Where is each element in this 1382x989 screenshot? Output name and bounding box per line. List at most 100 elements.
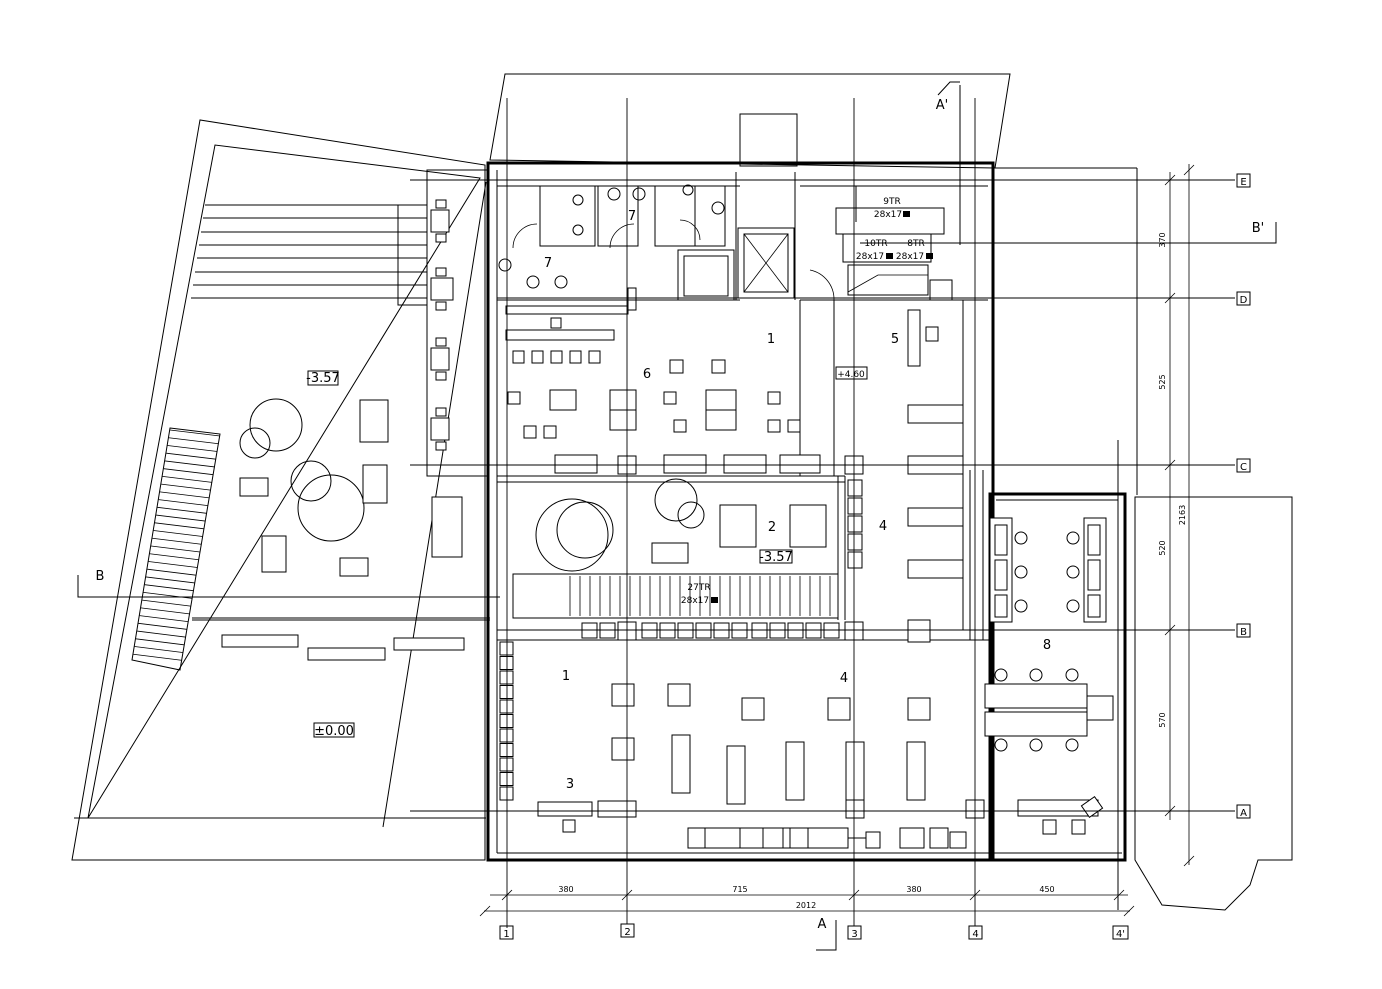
stair-tread	[147, 568, 197, 576]
room-8: 8	[1043, 638, 1051, 653]
stair1-count: 9TR	[883, 197, 900, 207]
stair-tread	[166, 452, 217, 460]
stair-tread	[144, 584, 194, 592]
seat	[751, 622, 768, 639]
seat	[499, 670, 514, 685]
axis-row-c: C	[1240, 462, 1247, 473]
dim-v-3: 520	[1158, 540, 1167, 555]
section-b-right: B'	[1252, 221, 1265, 236]
stair-tread	[150, 545, 201, 553]
stair-tread	[168, 437, 219, 445]
dim-v-4: 570	[1158, 712, 1167, 727]
seat	[731, 622, 748, 639]
seat	[659, 622, 676, 639]
exterior-stair	[131, 427, 221, 671]
stair-tread	[161, 483, 211, 491]
stair-tread	[149, 553, 199, 561]
room-4a: 4	[879, 519, 887, 534]
axis-row-b: B	[1240, 627, 1247, 638]
stair2-dim: 28x17	[856, 252, 884, 262]
section-a-bottom: A	[818, 917, 827, 932]
stair-tread	[148, 561, 198, 568]
stair-tread	[142, 599, 191, 607]
stair-tread	[164, 460, 215, 468]
dim-v-1: 370	[1158, 232, 1167, 247]
terrace-furniture: -3.57 ±0.00	[192, 370, 490, 739]
stair1-dim: 28x17	[874, 210, 902, 220]
seat	[769, 622, 786, 639]
void-room: -3.57 2 27TR 28x17 4	[512, 478, 887, 619]
seat	[499, 685, 514, 699]
seat	[499, 743, 514, 757]
seat	[823, 622, 840, 639]
level-void: -3.57	[759, 550, 793, 565]
seat	[499, 786, 514, 801]
seat	[599, 622, 616, 639]
stair-tread	[156, 514, 206, 522]
seat	[499, 641, 514, 656]
room-4b: 4	[840, 671, 848, 686]
axis-col-4prime: 4'	[1116, 929, 1125, 940]
stair2-count: 10TR	[864, 239, 887, 249]
stair-core: 9TR 28x17 10TR 28x17 8TR 28x17	[835, 186, 953, 301]
stair-tread	[153, 530, 203, 537]
terrace-walkway	[191, 169, 488, 477]
stair-tread	[159, 491, 210, 499]
level-terrace: -3.57	[306, 371, 340, 386]
level-mid: +4.60	[837, 370, 865, 380]
stair-tread	[133, 653, 182, 661]
seat	[677, 622, 694, 639]
room-7a: 7	[628, 209, 636, 224]
axis-col-2: 2	[624, 927, 630, 938]
stair-tread	[137, 630, 186, 638]
stair-tread	[154, 522, 205, 530]
wc-core: 7 7	[498, 184, 835, 301]
room-7b: 7	[544, 256, 552, 271]
grid-axes: 1 2 3 4 4' E D C B A	[410, 98, 1251, 940]
room-6: 6	[643, 367, 651, 382]
stair-tread	[138, 622, 187, 630]
upper-hall: +4.60 1 5 6	[505, 305, 964, 579]
stair-tread	[163, 468, 214, 476]
room-1a: 1	[767, 332, 775, 347]
dim-h-3: 380	[906, 885, 921, 894]
dim-h-4: 450	[1039, 885, 1054, 894]
room-3: 3	[566, 777, 574, 792]
section-markers: A' A B B'	[77, 81, 1277, 951]
seat	[805, 622, 822, 639]
seat	[499, 757, 514, 772]
axis-row-a: A	[1240, 808, 1247, 819]
stair-tread	[158, 499, 209, 506]
dim-v-2: 525	[1158, 374, 1167, 389]
seat	[499, 714, 514, 728]
room-5: 5	[891, 332, 899, 347]
stair-tread	[145, 576, 195, 584]
stair-tread	[139, 615, 189, 622]
dim-h-1: 380	[558, 885, 573, 894]
room-1b: 1	[562, 669, 570, 684]
seat	[581, 622, 598, 639]
seat	[499, 656, 514, 670]
room-2: 2	[768, 520, 776, 535]
dim-h-2: 715	[732, 885, 747, 894]
seat	[499, 772, 514, 786]
stair-tread	[134, 646, 183, 653]
seat	[713, 622, 730, 639]
stair3-dim: 28x17	[896, 252, 924, 262]
seat	[695, 622, 712, 639]
axis-col-1: 1	[503, 929, 509, 940]
stair3-count: 8TR	[907, 239, 924, 249]
dimensions: 380 715 380 450 2012 370 525 520 570 216…	[479, 164, 1195, 917]
stair-tread	[152, 537, 202, 545]
stair4-count: 27TR	[687, 583, 710, 593]
stair-tread	[157, 506, 207, 514]
stair4-dim: 28x17	[681, 596, 709, 606]
axis-col-3: 3	[851, 929, 857, 940]
annex-room: 8	[984, 440, 1119, 910]
seat	[499, 728, 514, 743]
dim-v-total: 2163	[1178, 505, 1187, 525]
site-outlines	[71, 73, 1293, 911]
stair-tread	[167, 445, 218, 452]
dim-h-total: 2012	[796, 901, 816, 910]
